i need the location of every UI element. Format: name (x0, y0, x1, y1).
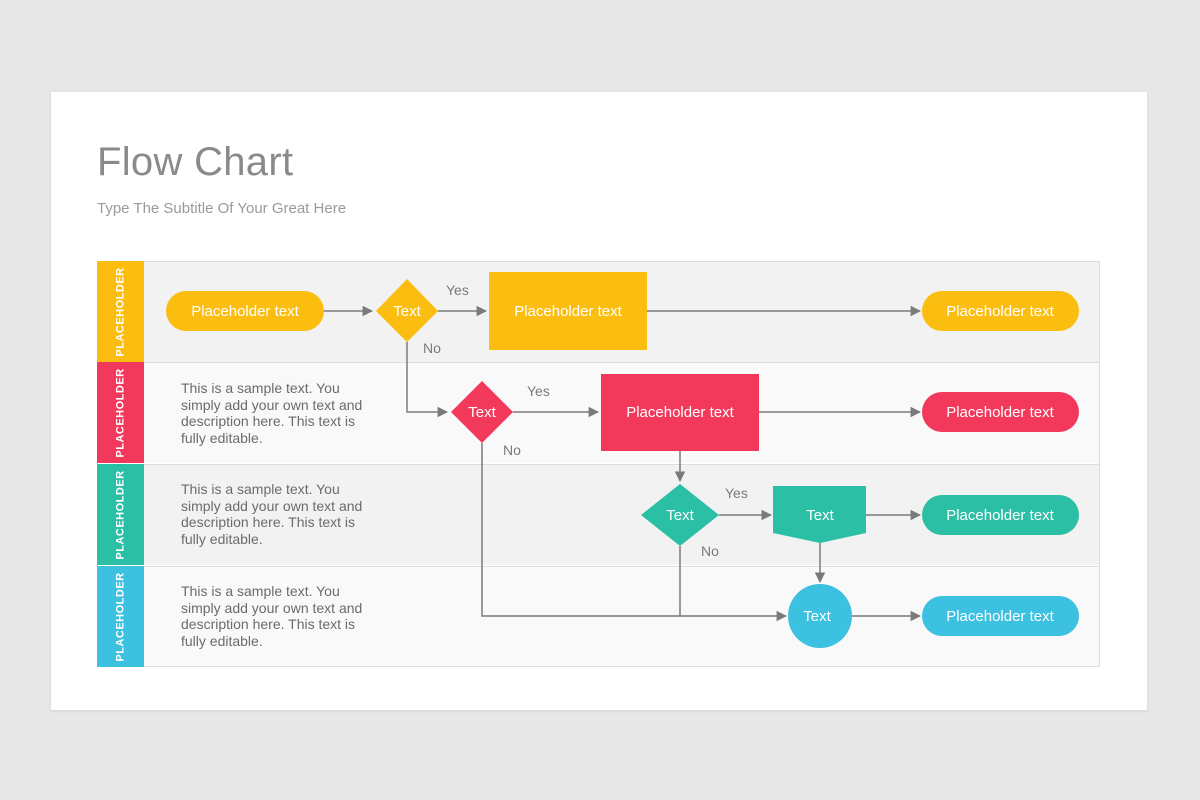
edge-label-d2-yes: Yes (527, 383, 550, 399)
decision-2-diamond (451, 381, 513, 443)
edge-label-d1-no: No (423, 340, 441, 356)
end-4-label: Placeholder text (946, 608, 1054, 625)
page-subtitle: Type The Subtitle Of Your Great Here (97, 200, 347, 217)
end-1-terminator (922, 291, 1079, 331)
end-3-terminator (922, 495, 1079, 535)
edge-label-d2-no: No (503, 442, 521, 458)
decision-3-diamond (641, 484, 719, 546)
edge-label-d3-no: No (701, 543, 719, 559)
process-1-label: Placeholder text (514, 303, 622, 320)
page-title: Flow Chart (97, 140, 294, 184)
lane-tab-2: PLACEHOLDER (97, 362, 144, 463)
lane-4-description: This is a sample text. You simply add yo… (181, 583, 363, 649)
end-2-label: Placeholder text (946, 404, 1054, 421)
process-3-label: Text (806, 507, 834, 524)
edge-label-d3-yes: Yes (725, 485, 748, 501)
process-2-label: Placeholder text (626, 404, 734, 421)
start-terminator (166, 291, 324, 331)
lane-3-description: This is a sample text. You simply add yo… (181, 481, 363, 547)
process-2-box (601, 374, 759, 451)
decision-2-label: Text (468, 404, 496, 421)
lane-divider (144, 464, 1100, 465)
edge-label-d1-yes: Yes (446, 282, 469, 298)
connectors (323, 305, 922, 622)
decision-1-label: Text (393, 303, 421, 320)
connector-circle (788, 584, 852, 648)
lane-tab-3: PLACEHOLDER (97, 464, 144, 565)
connector-d1-no (406, 342, 449, 418)
lane-divider (144, 362, 1100, 363)
process-3-offpage-shape (773, 486, 866, 543)
decision-3-label: Text (666, 507, 694, 524)
process-1-box (489, 272, 647, 350)
end-3-label: Placeholder text (946, 507, 1054, 524)
connector-d2-no (481, 443, 788, 622)
start-terminator-label: Placeholder text (191, 303, 299, 320)
end-2-terminator (922, 392, 1079, 432)
lane-2-description: This is a sample text. You simply add yo… (181, 380, 363, 446)
end-1-label: Placeholder text (946, 303, 1054, 320)
lane-divider (144, 566, 1100, 567)
end-4-terminator (922, 596, 1079, 636)
connector-circle-label: Text (803, 608, 831, 625)
lane-tab-4: PLACEHOLDER (97, 566, 144, 667)
decision-1-diamond (376, 279, 438, 342)
lane-tab-1: PLACEHOLDER (97, 261, 144, 362)
